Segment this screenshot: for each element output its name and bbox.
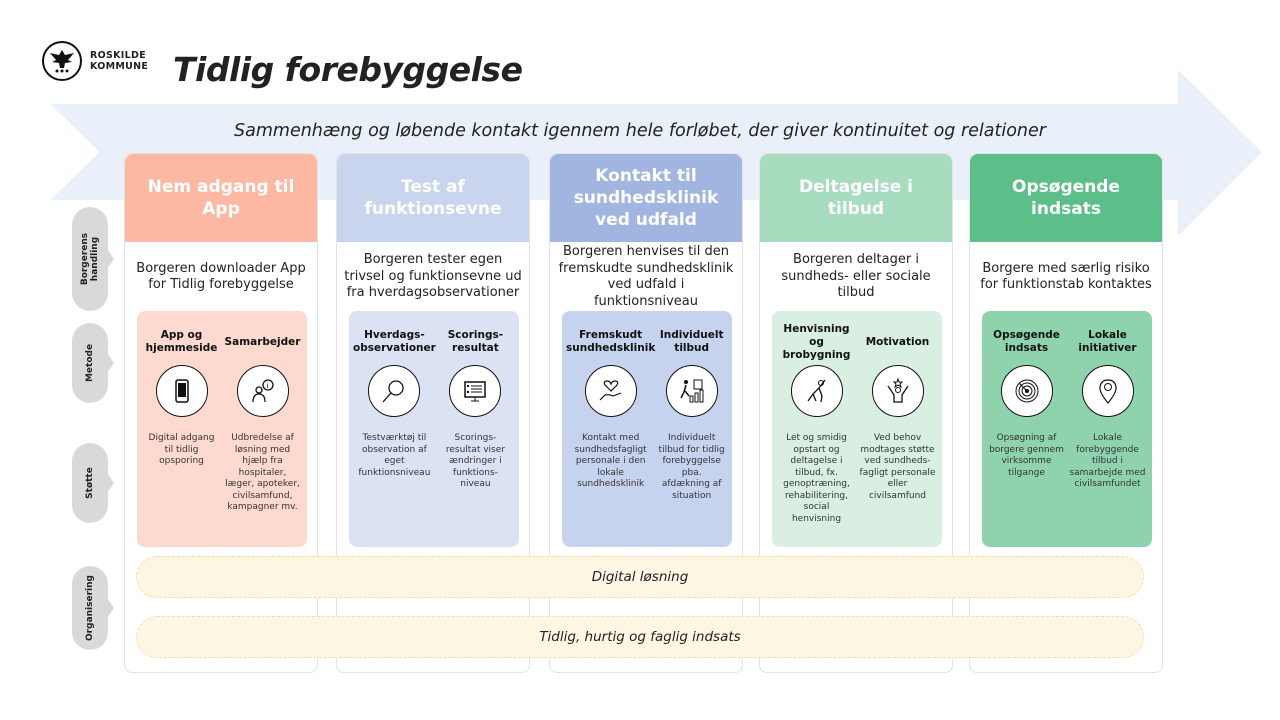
monitor-list-icon — [449, 365, 502, 417]
row-label-text: Borgerens handling — [80, 232, 100, 286]
method-title: Samarbejder — [224, 335, 301, 348]
cheering-person-icon — [871, 365, 924, 417]
method-item: Opsøgende indsats Opsøgning af borgere g… — [986, 325, 1067, 547]
column-title: Kontakt til sundhedsklinik ved udfald — [550, 154, 742, 242]
band-digital-losning: Digital løsning — [136, 556, 1144, 598]
svg-text:i: i — [266, 382, 268, 390]
column-title: Nem adgang til App — [125, 154, 317, 242]
method-item: Samarbejder i Udbredelse af løsning med … — [222, 325, 303, 547]
method-text: Testværktøj til observation af eget funk… — [358, 433, 431, 478]
row-label-organisering: Organisering — [72, 566, 114, 650]
column-description: Borgere med særlig risiko for funktionst… — [980, 260, 1152, 293]
eagle-crest-icon — [42, 41, 82, 81]
method-title: Henvisning og brobygning — [782, 322, 851, 361]
person-info-icon: i — [236, 365, 289, 417]
method-card: Hverdags-observationer Testværktøj til o… — [349, 311, 519, 547]
location-pin-icon — [1081, 365, 1134, 417]
method-item: Hverdags-observationer Testværktøj til o… — [353, 325, 436, 547]
arrow-subtitle: Sammenhæng og løbende kontakt igennem he… — [234, 121, 1046, 141]
column-description: Borgeren tester egen trivsel og funktion… — [344, 252, 522, 301]
method-title: Individuelt tilbud — [659, 329, 724, 354]
logo-line1: ROSKILDE — [90, 50, 146, 61]
row-label-text: Metode — [85, 343, 95, 383]
method-text: Scorings-resultat viser ændringer i funk… — [445, 433, 505, 489]
row-label-text: Støtte — [85, 467, 95, 499]
method-text: Let og smidig opstart og deltagelse i ti… — [783, 433, 850, 524]
method-text: Ved behov modtages støtte ved sundheds-f… — [859, 433, 936, 501]
row-label-stotte: Støtte — [72, 443, 114, 523]
radar-icon — [1000, 365, 1053, 417]
row-label-borgerens-handling: Borgerens handling — [72, 207, 114, 311]
method-item: Lokale initiativer Lokale forebyggende t… — [1067, 325, 1148, 547]
method-text: Opsøgning af borgere gennem virksomme ti… — [989, 433, 1064, 478]
method-card: App og hjemmeside Digital adgang til tid… — [137, 311, 307, 547]
column-description: Borgeren downloader App for Tidlig foreb… — [136, 260, 306, 293]
column-5: Opsøgende indsats Borgere med særlig ris… — [969, 153, 1163, 673]
method-item: Henvisning og brobygning Let og smidig o… — [776, 322, 857, 547]
method-title: Fremskudt sundhedsklinik — [566, 329, 656, 354]
method-item: Fremskudt sundhedsklinik Kontakt med sun… — [566, 325, 655, 547]
smartphone-icon — [155, 365, 208, 417]
row-label-text: Organisering — [85, 575, 95, 641]
climbing-bars-icon — [665, 365, 718, 417]
column-title: Deltagelse i tilbud — [760, 154, 952, 242]
method-text: Kontakt med sundhedsfagligt personale i … — [574, 433, 647, 489]
row-label-metode: Metode — [72, 323, 114, 403]
method-item: Scorings-resultat Scorings-resultat vise… — [436, 325, 515, 547]
method-title: Scorings-resultat — [447, 329, 504, 354]
method-item: Motivation Ved behov modtages støtte ved… — [857, 325, 938, 547]
stretching-person-icon — [790, 365, 843, 417]
method-text: Lokale forebyggende tilbud i samarbejde … — [1069, 433, 1146, 489]
method-title: Opsøgende indsats — [993, 329, 1060, 354]
method-title: App og hjemmeside — [145, 329, 218, 354]
band-tidlig-indsats: Tidlig, hurtig og faglig indsats — [136, 616, 1144, 658]
heart-hand-icon — [584, 365, 637, 417]
method-item: App og hjemmeside Digital adgang til tid… — [141, 325, 222, 547]
column-title: Test af funktionsevne — [337, 154, 529, 242]
method-title: Lokale initiativer — [1078, 329, 1137, 354]
method-card: Henvisning og brobygning Let og smidig o… — [772, 311, 942, 547]
column-description: Borgeren henvises til den fremskudte sun… — [558, 244, 734, 309]
column-description: Borgeren deltager i sundheds- eller soci… — [781, 252, 931, 301]
method-text: Individuelt tilbud for tidlig forebyggel… — [658, 433, 725, 501]
method-card: Opsøgende indsats Opsøgning af borgere g… — [982, 311, 1152, 547]
magnifier-icon — [368, 365, 421, 417]
method-card: Fremskudt sundhedsklinik Kontakt med sun… — [562, 311, 732, 547]
logo-line2: KOMMUNE — [90, 61, 149, 72]
page-title: Tidlig forebyggelse — [173, 50, 523, 89]
method-item: Individuelt tilbud Individuelt tilbud fo… — [655, 325, 728, 547]
method-title: Hverdags-observationer — [353, 329, 436, 354]
method-text: Udbredelse af løsning med hjælp fra hosp… — [225, 433, 300, 512]
column-title: Opsøgende indsats — [970, 154, 1162, 242]
method-title: Motivation — [865, 335, 930, 348]
method-text: Digital adgang til tidlig opsporing — [148, 433, 215, 466]
